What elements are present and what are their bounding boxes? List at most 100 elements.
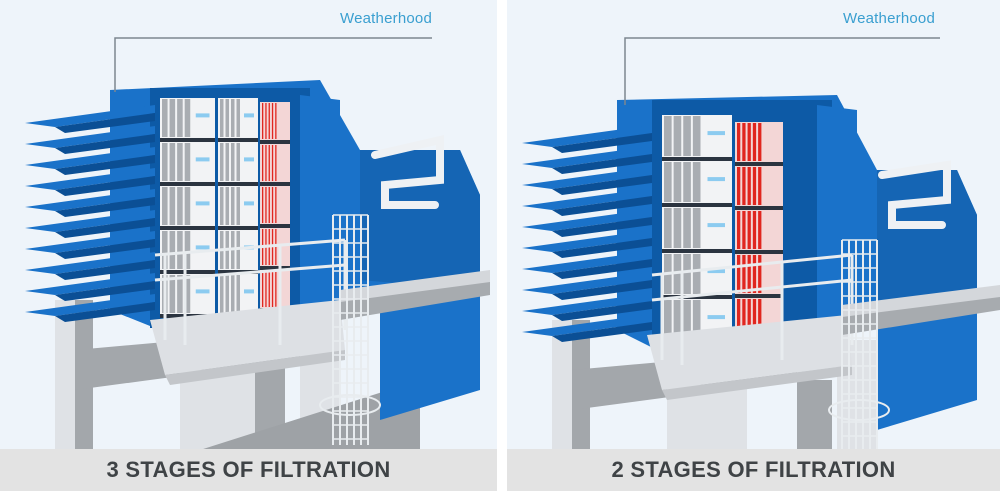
filter-pleat [162,187,168,225]
louver-shadow [552,133,652,153]
louver-blade [522,209,652,231]
filter-label [244,289,254,294]
filter-pleat [268,187,270,223]
filter-pleat [275,187,277,223]
filter-pleat [673,116,682,156]
filter-pleat [758,211,762,249]
filter-frame [218,182,258,186]
cage-hoop [319,394,381,416]
filter-pleat [169,143,176,181]
filter-pleat [673,254,682,294]
two-stage-illustration [522,37,1000,450]
louver-blade [25,147,155,169]
filter-pleat [268,145,270,181]
filter-pleat [220,143,224,181]
filter-label [244,113,254,118]
filter-pleat [184,143,191,181]
filter-label [707,315,725,320]
louver-shadow [552,259,652,279]
filter-frame [735,294,783,298]
filter-cell [260,144,290,182]
filter-bank-stage-3 [260,102,290,312]
louver-shadow [55,176,155,196]
louver-blade [25,210,155,232]
filter-pleat [265,187,267,223]
caption-bar: 3 STAGES OF FILTRATION [0,449,497,491]
filter-label [707,177,725,182]
filter-pleat [271,271,274,307]
filter-label [195,289,210,294]
filter-pleat [236,275,240,313]
filter-cell [260,102,290,140]
caption-two-stages: 2 STAGES OF FILTRATION [611,457,896,482]
filter-pleat [265,145,267,181]
filter-pleat [177,231,183,269]
filter-pleat [758,123,762,161]
louver-blade [25,168,155,190]
filter-pleat [225,187,229,225]
louver-blade [25,126,155,148]
weatherhood-callout-line [624,37,940,105]
filter-pleat [265,271,267,307]
filter-pleat [758,167,762,205]
filter-pleat [664,116,672,156]
filter-frame [735,250,783,254]
filter-pleat [742,211,746,249]
louver-shadow [552,238,652,258]
filter-pleat [673,162,682,202]
louver-shadow [552,280,652,300]
filter-label [195,157,210,162]
filter-frame [735,162,783,166]
louver-blade [522,167,652,189]
filter-label [195,245,210,250]
filter-pleat [752,167,757,205]
access-platform [150,238,490,385]
filter-pleat [265,103,267,139]
filter-pleat [737,299,741,337]
filter-frame [160,314,215,318]
filter-pleat [747,123,751,161]
filter-pleat [275,145,277,181]
filter-frame [260,182,290,186]
louver-blade [522,314,652,336]
filter-pleat [692,254,701,294]
filter-frame [160,182,215,186]
filter-pleat [184,275,191,313]
louver-blade [25,105,155,127]
filter-pleat [692,162,701,202]
access-platform [647,253,1000,400]
louver-shadow [55,302,155,322]
filter-pleat [692,116,701,156]
filter-frame [662,249,732,253]
filter-pleat [673,208,682,248]
louver-shadow [55,239,155,259]
filter-frame [218,138,258,142]
pipe [371,134,444,209]
filter-pleat [169,231,176,269]
filter-pleat [692,208,701,248]
filter-label [195,201,210,206]
filter-pleat [737,211,741,249]
filter-pleat [177,187,183,225]
louver-shadow [55,218,155,238]
filter-pleat [683,116,691,156]
filter-pleat [275,271,277,307]
louver-shadow [552,322,652,342]
filter-pleat [747,211,751,249]
louver-shadow [552,175,652,195]
filter-pleat [220,275,224,313]
louver-shadow [55,134,155,154]
filter-pleat [664,300,672,340]
filter-pleat [752,211,757,249]
filter-pleat [271,103,274,139]
filter-pleat [225,99,229,137]
weatherhood-callout-line [114,37,432,92]
filter-pleat [758,299,762,337]
louver-blade [25,189,155,211]
louver-blade [522,230,652,252]
filter-pleat [184,231,191,269]
filter-pleat [747,167,751,205]
filter-pleat [169,99,176,137]
filter-bank-stage-2 [735,122,783,342]
filter-pleat [162,99,168,137]
